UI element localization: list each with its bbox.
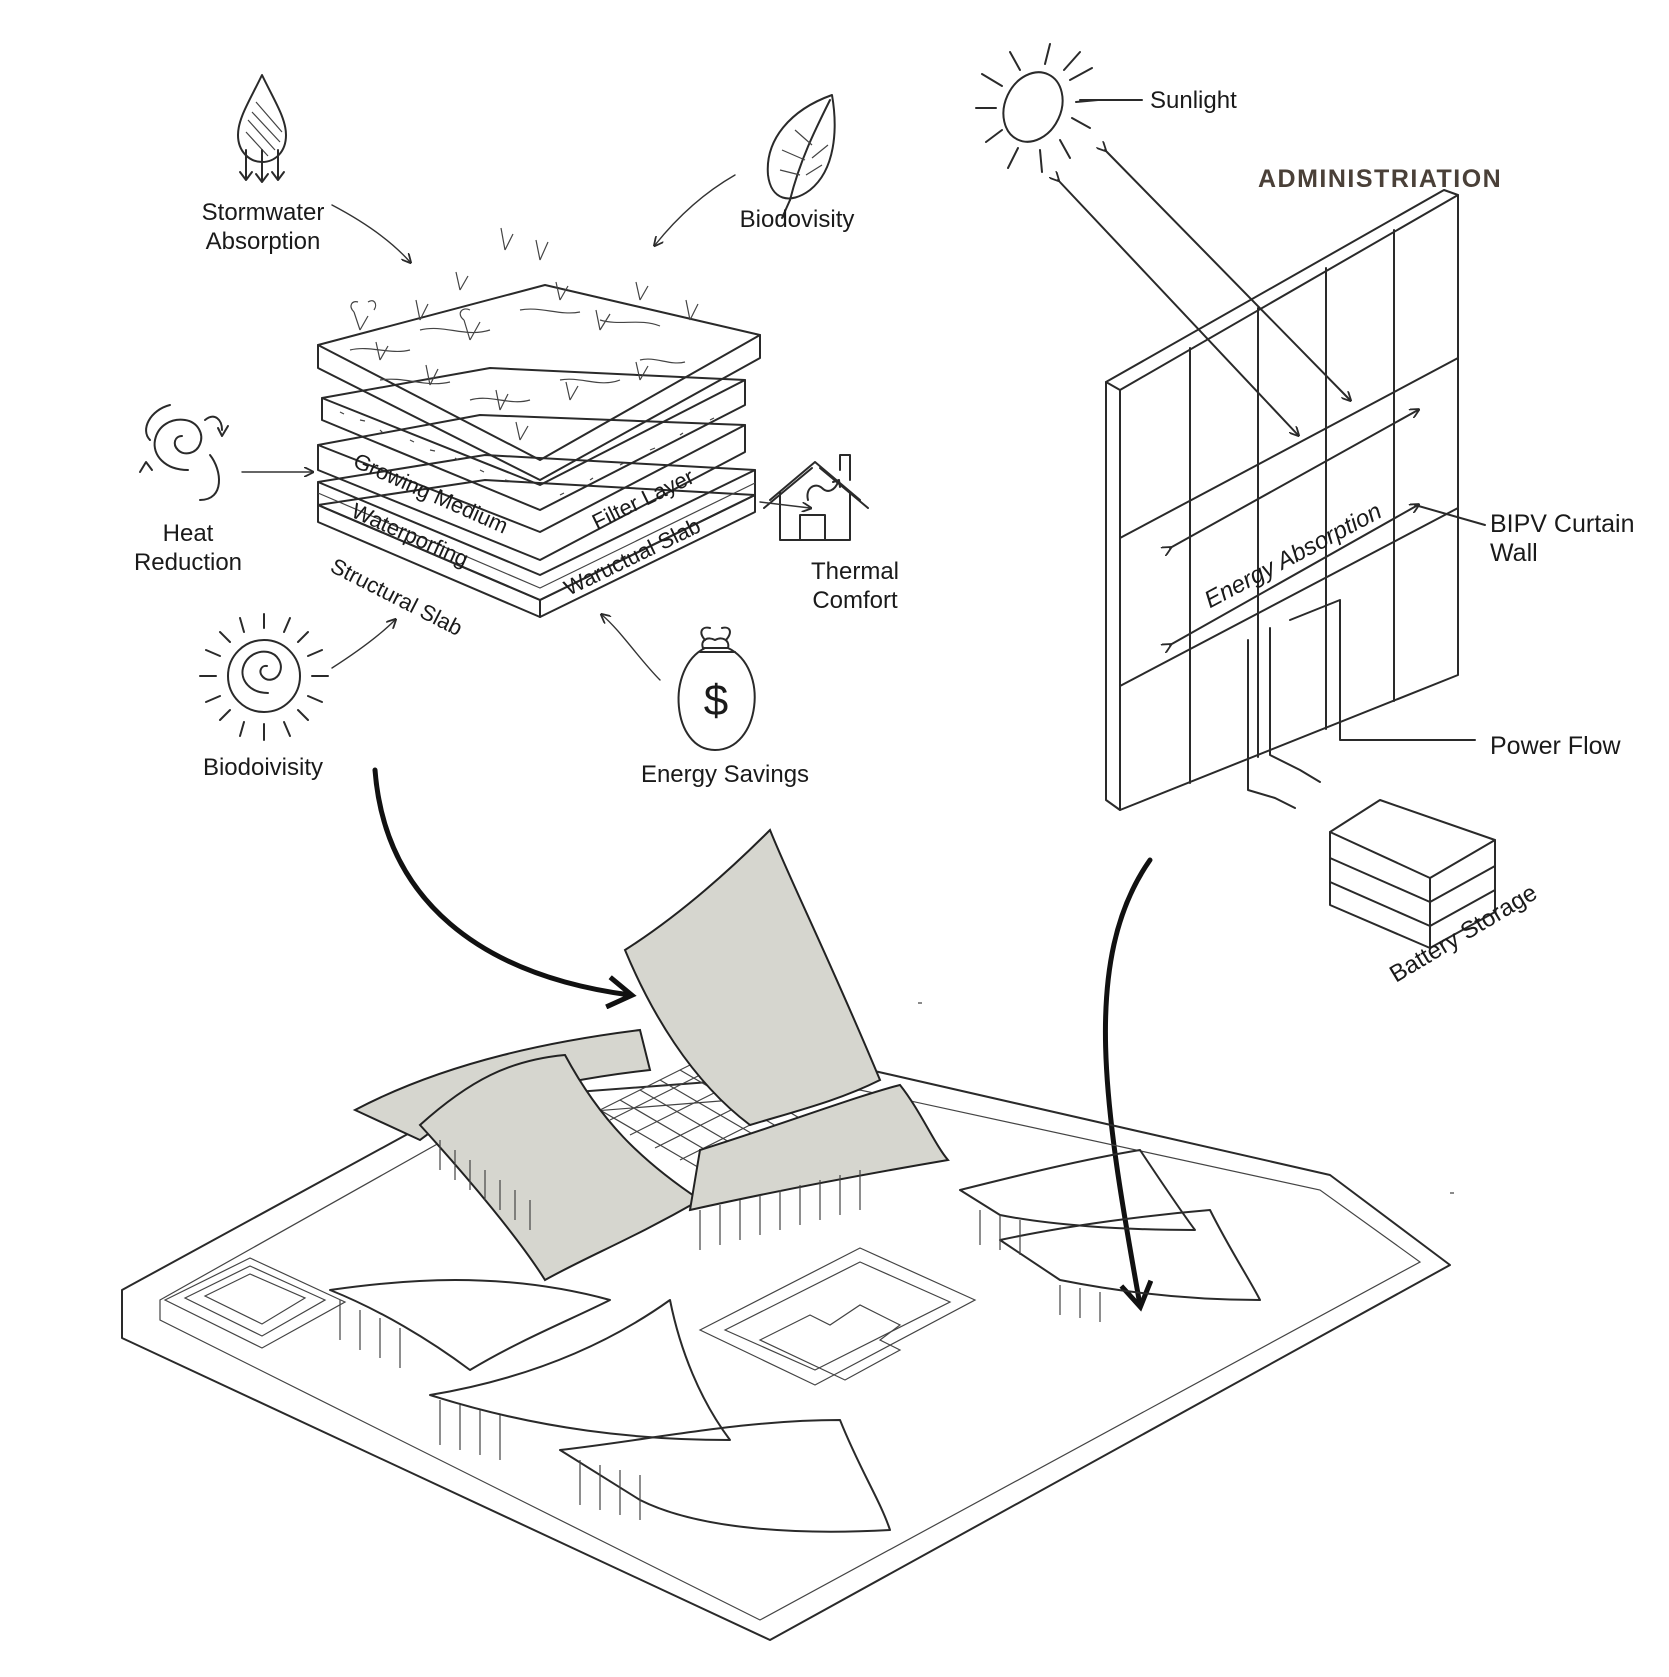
green-roof-layers xyxy=(317,227,761,618)
spiral-heat-icon xyxy=(139,404,229,501)
power-flow-label: Power Flow xyxy=(1490,732,1621,760)
benefit-arrows xyxy=(241,174,810,681)
thermal-line2: Comfort xyxy=(812,587,898,614)
heat-line2: Reduction xyxy=(133,549,243,576)
heat-reduction-label: Heat Reduction xyxy=(118,519,258,577)
money-symbol: $ xyxy=(703,676,729,725)
thermal-comfort-label: Thermal Comfort xyxy=(790,557,920,615)
sun-icon xyxy=(975,43,1143,173)
biodiversity-bottom-label: Biodoivisity xyxy=(202,754,324,781)
curtain-wall-line2: Wall xyxy=(1490,539,1538,567)
heat-line1: Heat xyxy=(162,520,214,547)
bipv-curtain-wall xyxy=(1058,150,1496,949)
house-icon xyxy=(763,454,869,541)
stormwater-line2: Absorption xyxy=(205,228,321,255)
thermal-line1: Thermal xyxy=(810,558,900,585)
stormwater-line1: Stormwater xyxy=(201,199,325,226)
water-drop-icon xyxy=(237,74,287,183)
green-roof-to-building-arrow xyxy=(372,767,630,995)
bipv-to-building-arrow xyxy=(1102,857,1150,1305)
sunlight-label: Sunlight xyxy=(1150,87,1237,114)
leaf-icon xyxy=(766,94,836,219)
biodiversity-top-label: Biodovisity xyxy=(739,206,855,233)
sun-spiral-icon xyxy=(199,613,329,741)
building-axonometric xyxy=(121,828,1454,1641)
administration-title: ADMINISTRIATION xyxy=(1258,165,1503,193)
energy-savings-label: Energy Savings xyxy=(640,761,810,788)
money-bag-icon xyxy=(677,626,756,751)
stormwater-absorption-label: Stormwater Absorption xyxy=(178,198,348,256)
bipv-curtain-wall-label: BIPV Curtain Wall xyxy=(1490,510,1635,568)
curtain-wall-line1: BIPV Curtain xyxy=(1490,510,1635,538)
